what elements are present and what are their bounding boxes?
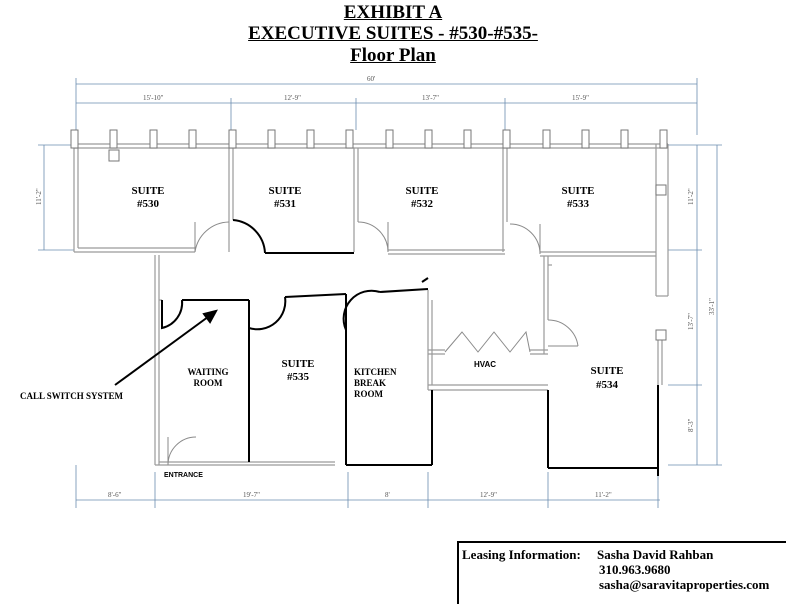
dim-top-530: 15'-10" — [143, 94, 164, 102]
dim-left-530: 11'-2" — [35, 188, 43, 205]
dim-bottom-4: 12'-9" — [480, 491, 497, 499]
suite-535-number: #535 — [287, 371, 310, 383]
suites-title: EXECUTIVE SUITES - #530-#535- — [248, 23, 538, 44]
dim-right-534-lower: 8'-3" — [687, 418, 695, 432]
dim-right-533: 11'-2" — [687, 188, 695, 205]
door-swings — [167, 221, 579, 466]
dim-top-533: 15'-9" — [572, 94, 589, 102]
suite-532-label: SUITE — [405, 185, 438, 197]
kitchen-label-2: BREAK — [354, 378, 386, 388]
dim-top-532: 13'-7" — [422, 94, 439, 102]
suite-532-number: #532 — [411, 198, 434, 210]
dim-bottom-2: 19'-7" — [243, 491, 260, 499]
leasing-name: Sasha David Rahban — [597, 547, 714, 562]
suite-534-label: SUITE — [590, 365, 623, 377]
leasing-email: sasha@saravitaproperties.com — [599, 577, 770, 592]
dim-right-534-upper: 13'-7" — [687, 313, 695, 330]
suite-531-number: #531 — [274, 198, 296, 210]
waiting-room-label-2: ROOM — [194, 378, 224, 388]
suite-530-label: SUITE — [131, 185, 164, 197]
exhibit-title: EXHIBIT A — [343, 2, 443, 23]
entrance-label: ENTRANCE — [164, 472, 203, 479]
suite-530-number: #530 — [137, 198, 160, 210]
suite-531-label: SUITE — [268, 185, 301, 197]
kitchen-label-1: KITCHEN — [354, 367, 397, 377]
dim-top-531: 12'-9" — [284, 94, 301, 102]
bold-walls — [161, 219, 659, 476]
leasing-phone: 310.963.9680 — [599, 562, 671, 577]
call-switch-label: CALL SWITCH SYSTEM — [20, 391, 124, 401]
dim-bottom-3: 8' — [385, 491, 390, 499]
leasing-label: Leasing Information: — [462, 547, 581, 562]
top-dimension-lines — [38, 78, 722, 508]
dim-right-overall: 33'-1" — [708, 298, 716, 315]
leasing-info-box: Leasing Information: Sasha David Rahban … — [457, 541, 786, 604]
walls — [73, 143, 669, 466]
suite-534-number: #534 — [596, 379, 619, 391]
suite-535-label: SUITE — [281, 358, 314, 370]
kitchen-label-3: ROOM — [354, 389, 384, 399]
window-mullions — [70, 129, 668, 341]
dim-bottom-1: 8'-6" — [108, 491, 122, 499]
suite-533-label: SUITE — [561, 185, 594, 197]
suite-533-number: #533 — [567, 198, 590, 210]
hvac-label: HVAC — [474, 360, 496, 369]
waiting-room-label-1: WAITING — [187, 367, 228, 377]
call-switch-arrow — [114, 309, 218, 386]
floor-plan-title: Floor Plan — [350, 45, 436, 66]
dim-overall-top: 60' — [367, 75, 375, 83]
dim-bottom-5: 11'-2" — [595, 491, 612, 499]
